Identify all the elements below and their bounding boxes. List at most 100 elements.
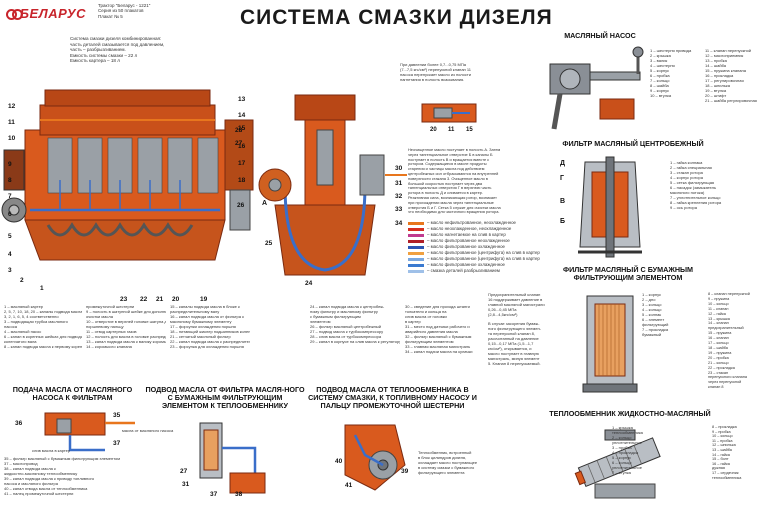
flow-legend-label: – масло неохлажденное, неохлажденное [427, 226, 512, 231]
svg-text:38: 38 [235, 491, 243, 498]
cooler-to-gear-diagram: 40 41 39 [335, 424, 409, 491]
centrifuge-text-line: ротором. Содержащиеся в масле продукты [408, 161, 487, 167]
flow-swatch [408, 245, 424, 249]
label-b: Б [560, 218, 566, 225]
pump-legend-right: 11 – клапан перепускной 12 – маслоприемн… [705, 48, 777, 103]
pump-legend-item: 21 – шайба регулировочная [705, 98, 757, 103]
svg-text:16: 16 [238, 143, 246, 150]
main-legend-item: 13 – канал подвода масла к валику коромы… [86, 339, 166, 344]
main-legend-item: 18 – питающий жиклер подшипников коленча… [170, 329, 250, 334]
svg-text:12: 12 [8, 103, 16, 110]
paper-filter-legend-item: 9 – пружина [708, 296, 730, 301]
centrifuge-text-line: при прохождении масла через тангенциальн… [408, 199, 494, 205]
paper-filter-legend-item: через перепускной [708, 380, 742, 385]
svg-text:1: 1 [40, 285, 44, 292]
section-title-filter-to-cooler: ПОДВОД МАСЛА ОТ ФИЛЬТРА МАСЛЯ-НОГО С БУМ… [145, 385, 305, 410]
main-legend-item: 27 – подвод масла к турбокомпрессору [310, 329, 384, 334]
main-legend-item: в картер [405, 319, 421, 324]
svg-text:4: 4 [8, 251, 12, 258]
svg-text:30: 30 [395, 165, 403, 172]
paper-filter-legend-item: 10 – кольцо [708, 301, 729, 306]
main-legend-item: 12 – полость для масла в головке распред… [86, 334, 166, 339]
pump-filter-legend: 35 – фильтр масляный с бумажным фильтрую… [4, 456, 164, 496]
heat-exchanger-legend-item: 6 – кольцо [612, 460, 632, 465]
paper-filter-legend-item: 16 – клапан [708, 336, 729, 341]
svg-text:41: 41 [345, 482, 353, 489]
paper-filter-note-line: 5. Клапан 8 перепускаемый. [488, 361, 541, 366]
paper-filter-legend-item: 20 – пробка [708, 355, 729, 360]
svg-text:15: 15 [238, 125, 246, 132]
main-legend-item: 3, 2, 1, 6, 5, 4 соответственно [4, 314, 59, 319]
main-legend-item: промежуточной шестерни [86, 304, 135, 309]
flow-swatch [408, 239, 424, 243]
centrifuge-text-line: отверстия Б и Г. Сетка 5 служит для очис… [408, 204, 501, 210]
svg-text:7: 7 [8, 193, 12, 200]
heat-exchanger-legend-item: 11 – пробка [712, 438, 733, 443]
brand-logo: БЕЛАРУС [6, 5, 86, 21]
svg-text:17: 17 [238, 160, 246, 167]
section-title-paper-filter: ФИЛЬТР МАСЛЯНЫЙ С БУМАЖНЫМ ФИЛЬТРУЮЩИМ Э… [562, 265, 694, 282]
centrifuge-text-line: поверхности стакана 3. Очищенное масло в [408, 175, 488, 181]
heat-exchanger-legend-item: 4 – прокладка [612, 450, 639, 455]
paper-filter-note-line: 16 поддерживает давление в [488, 297, 543, 302]
main-legend-item: аварийного давления масла [405, 329, 458, 334]
intro-line: Емкость картера – 18 л [70, 58, 120, 64]
section-title-centrifuge: ФИЛЬТР МАСЛЯНЫЙ ЦЕНТРОБЕЖНЫЙ [562, 139, 704, 148]
centrifuge-legend: 1 – гайка колпака 2 – гайка специальная … [670, 160, 775, 210]
centrifuge-text-line: центробежных сил отбрасываются на внутре… [408, 170, 499, 176]
main-legend-item: 34 – канал подачи масла на кулачки [405, 349, 473, 354]
intro-text: Система смазки дизеля комбинированная: ч… [70, 36, 210, 64]
section-title-cooler-to-gear: ПОДВОД МАСЛА ОТ ТЕПЛООБМЕННИКА В СИСТЕМУ… [308, 385, 477, 410]
svg-text:40: 40 [335, 458, 343, 465]
main-legend-item: распределительному валу [170, 309, 220, 314]
main-legend-item: 22 – канал подвода масла к распределител… [170, 339, 250, 344]
paper-filter-legend-item: 15 – пружина [708, 331, 732, 336]
svg-text:6: 6 [8, 211, 12, 218]
pressure-note-line: (7...7,5 кгс/см²) перепускной клапан 11 [400, 67, 472, 72]
pump-filter-legend-item: 37 – маслопровод [4, 461, 38, 466]
heat-exchanger-diagram [574, 429, 661, 499]
heat-exchanger-legend-item: 17 – сердечник [712, 470, 739, 475]
pump-legend-item: 14 – шайба [705, 63, 726, 68]
centrifuge-text-line: Реактивная сила, возникающая ротор, возн… [408, 194, 497, 200]
pump-legend-item: 15 – пружина клапана [705, 68, 746, 73]
main-legend-item: 2, 5, 7, 10, 18, 20 – каналы подвода мас… [4, 309, 82, 314]
main-legend-item: 28 – слив масла от турбокомпрессора [310, 334, 382, 339]
from-pump-label: масла от масляного насоса [122, 428, 174, 433]
pump-legend-left: 1 – шестерня привода 2 – крышка 3 – вали… [650, 48, 702, 98]
paper-filter-note-line: ного фильтрующего элемен- [488, 326, 541, 331]
main-legend-col3: 15 – каналы подвода масла в блоке к расп… [170, 304, 250, 349]
poster-meta-line: Трактор "Беларус - 1221" [98, 3, 151, 8]
main-legend-item: 9 – полость в шатунной шейке для дополни… [86, 309, 166, 314]
main-legend-item: фильтрующим элементом [405, 339, 454, 344]
paper-filter-legend-item: 5 – колпак [642, 312, 662, 317]
pump-legend-item: 2 – крышка [650, 53, 671, 58]
paper-filter-legend-item: предохранительный [708, 326, 744, 331]
paper-filter-note-line: рассчитанный на давление [488, 336, 539, 341]
paper-filter-legend-item: перепускного клапана [708, 375, 747, 380]
flow-legend-label: – масло нагнетаемое на слив в картер [427, 232, 506, 237]
paper-filter-legend-item: 12 – гайка [708, 311, 726, 316]
flow-legend-item: – масло фильтрованное (центрифуга) на сл… [408, 250, 548, 256]
centrifuge-legend-item: масляного потока) [670, 190, 705, 195]
main-legend-item: насоса [4, 324, 17, 329]
cooler-note: Теплообменник, встроенный в блок цилиндр… [418, 450, 528, 475]
svg-text:28: 28 [235, 127, 243, 134]
pressure-note-line: При давлении более 0,7...0,75 МПа [400, 62, 466, 67]
svg-text:25: 25 [265, 240, 273, 247]
flow-legend-item: – масло нефильтрованное, неохлажденное [408, 220, 548, 226]
svg-text:9: 9 [8, 161, 12, 168]
intro-line: Система смазки дизеля комбинированная: [70, 36, 162, 41]
svg-text:39: 39 [401, 468, 409, 475]
svg-text:27: 27 [180, 468, 188, 475]
paper-filter-legend-item: бумажный [642, 332, 662, 337]
heat-exchanger-legend-item: теплообменника [612, 430, 643, 435]
svg-text:19: 19 [200, 296, 208, 303]
heat-exchanger-legend-item: 7 – втулка [612, 470, 631, 475]
pump-legend-item: 16 – прокладка [705, 73, 734, 78]
main-legend-item: очистки масла [86, 314, 113, 319]
pump-filter-legend-item: 35 – фильтр масляный с бумажным фильтрую… [4, 456, 120, 461]
paper-filter-legend-item: 4 – кольцо [642, 307, 662, 312]
paper-filter-legend-item: 13 – крышка [708, 316, 730, 321]
intro-line: часть деталей смазывается под давлением, [70, 41, 165, 47]
